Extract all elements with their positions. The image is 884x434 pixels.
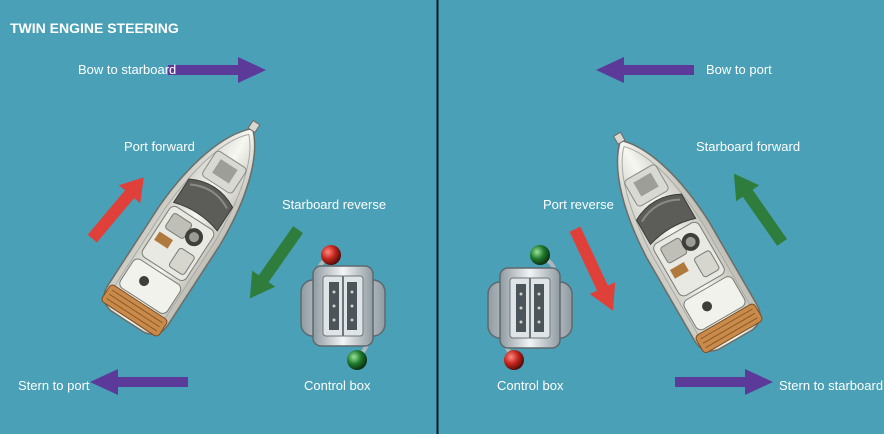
starboard-forward-label: Starboard forward xyxy=(696,139,800,154)
control-box-left-label: Control box xyxy=(304,378,371,393)
left-panel: Bow to starboard Port forward Starboard … xyxy=(18,57,386,395)
port-throttle-knob-right xyxy=(504,350,524,370)
stern-to-starboard-label: Stern to starboard xyxy=(779,378,883,393)
control-box-right xyxy=(487,256,573,359)
starboard-reverse-label: Starboard reverse xyxy=(282,197,386,212)
starboard-throttle-knob-right xyxy=(530,245,550,265)
port-reverse-label: Port reverse xyxy=(543,197,614,212)
control-box-left xyxy=(300,256,386,359)
port-forward-label: Port forward xyxy=(124,139,195,154)
port-throttle-knob-left xyxy=(321,245,341,265)
diagram-title: TWIN ENGINE STEERING xyxy=(10,20,179,36)
bow-to-port-label: Bow to port xyxy=(706,62,772,77)
starboard-forward-arrow xyxy=(733,173,788,246)
stern-to-port-arrow xyxy=(90,369,188,395)
stern-to-starboard-arrow xyxy=(675,369,773,395)
bow-to-port-arrow xyxy=(596,57,694,83)
starboard-throttle-knob-left xyxy=(347,350,367,370)
right-panel: Bow to port Starboard forward Port rever… xyxy=(487,57,883,395)
bow-to-starboard-label: Bow to starboard xyxy=(78,62,176,77)
bow-to-starboard-arrow xyxy=(168,57,266,83)
port-reverse-arrow xyxy=(569,226,616,311)
stern-to-port-label: Stern to port xyxy=(18,378,90,393)
starboard-reverse-arrow xyxy=(249,226,304,299)
port-forward-arrow xyxy=(87,177,144,243)
control-box-right-label: Control box xyxy=(497,378,564,393)
